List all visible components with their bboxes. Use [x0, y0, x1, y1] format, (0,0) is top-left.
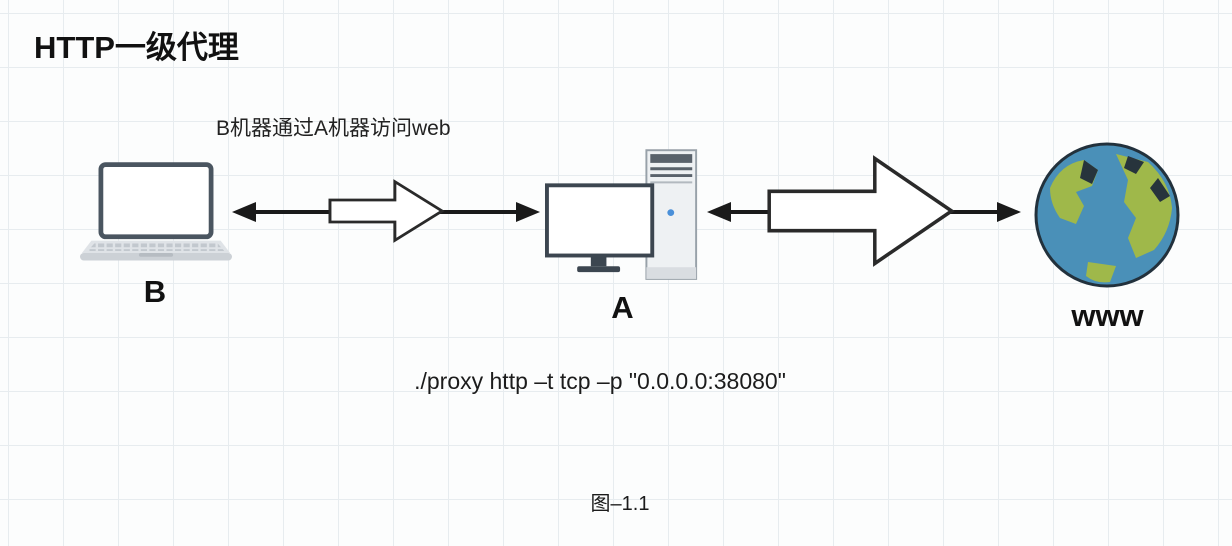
- globe-icon: [1032, 140, 1182, 290]
- laptop-icon: [80, 162, 232, 266]
- node-label-a: A: [611, 290, 634, 325]
- diagram-subtitle: B机器通过A机器访问web: [216, 117, 451, 140]
- proxy-server-icon: [545, 148, 701, 286]
- block-arrow-right-icon-2: [766, 152, 958, 270]
- block-arrow-right-icon-1: [328, 178, 446, 244]
- figure-caption: 图–1.1: [590, 493, 650, 515]
- node-label-b: B: [143, 274, 167, 309]
- node-label-www: www: [1071, 298, 1144, 333]
- diagram-title: HTTP一级代理: [34, 30, 239, 65]
- proxy-command-text: ./proxy http –t tcp –p "0.0.0.0:38080": [414, 368, 786, 394]
